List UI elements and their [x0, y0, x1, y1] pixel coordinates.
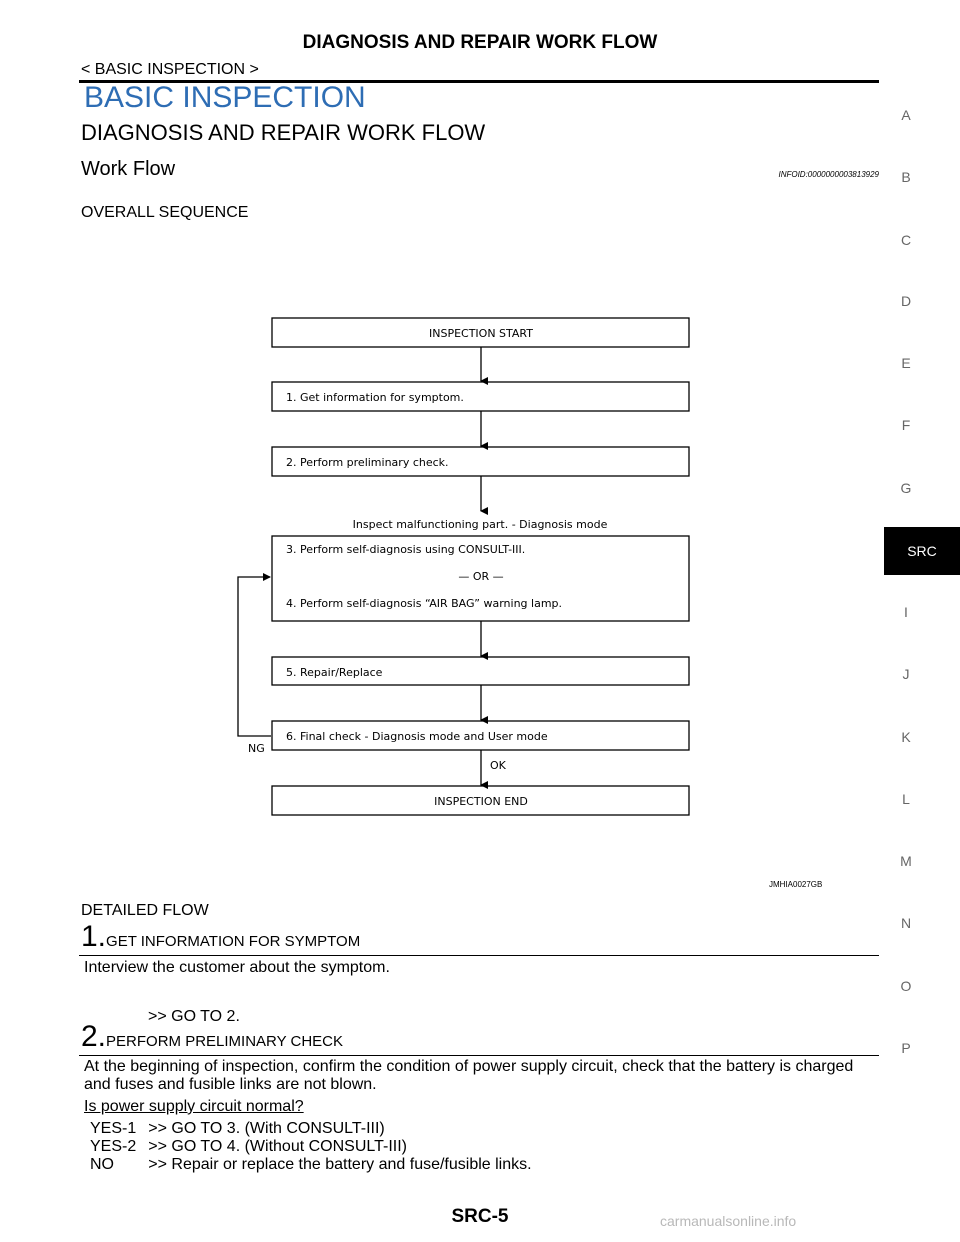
- flow-text-5: 5. Repair/Replace: [286, 666, 383, 679]
- step-divider: [79, 1055, 879, 1056]
- watermark: carmanualsonline.info: [660, 1213, 797, 1229]
- side-index-p[interactable]: P: [901, 1040, 911, 1056]
- work-flow-title: Work Flow: [81, 158, 176, 180]
- step-divider: [79, 955, 879, 956]
- detailed-flow-label: DETAILED FLOW: [81, 902, 209, 919]
- side-index-b[interactable]: B: [901, 169, 911, 185]
- side-index-n[interactable]: N: [900, 915, 912, 931]
- flow-text-3: 3. Perform self-diagnosis using CONSULT-…: [286, 543, 525, 556]
- side-index-a[interactable]: A: [901, 107, 911, 123]
- flow-text-start: INSPECTION START: [429, 327, 533, 340]
- flow-text-end: INSPECTION END: [434, 795, 528, 808]
- step-1-goto: >> GO TO 2.: [148, 1008, 240, 1025]
- step-2-heading: 2.PERFORM PRELIMINARY CHECK: [81, 1022, 343, 1052]
- step-number: 1.: [81, 920, 107, 953]
- side-index-d[interactable]: D: [900, 293, 912, 309]
- ng-label: NG: [248, 742, 265, 755]
- flow-text-4: 4. Perform self-diagnosis “AIR BAG” warn…: [286, 597, 562, 610]
- answer-row: NO >> Repair or replace the battery and …: [90, 1156, 544, 1174]
- side-index-j[interactable]: J: [902, 666, 910, 682]
- step-2-body-line1: At the beginning of inspection, confirm …: [84, 1058, 854, 1075]
- side-index-k[interactable]: K: [901, 729, 911, 745]
- answer-row: YES-2 >> GO TO 4. (Without CONSULT-III): [90, 1138, 544, 1156]
- answer-value: >> GO TO 3. (With CONSULT-III): [148, 1120, 385, 1137]
- side-index-c[interactable]: C: [900, 232, 912, 248]
- answer-value: >> Repair or replace the battery and fus…: [148, 1156, 532, 1173]
- figure-code: JMHIA0027GB: [769, 880, 823, 889]
- step-2-question: Is power supply circuit normal?: [84, 1098, 304, 1115]
- answer-key: NO: [90, 1156, 114, 1173]
- flowchart: INSPECTION START 1. Get information for …: [237, 317, 690, 816]
- header-divider: [79, 80, 879, 83]
- side-index-m[interactable]: M: [900, 853, 912, 869]
- answer-value: >> GO TO 4. (Without CONSULT-III): [148, 1138, 407, 1155]
- side-index-src-active[interactable]: SRC: [884, 527, 960, 575]
- side-index-o[interactable]: O: [900, 978, 912, 994]
- answer-key: YES-2: [90, 1138, 137, 1155]
- side-index-f[interactable]: F: [901, 417, 911, 433]
- info-id: INFOID:0000000003813929: [778, 170, 879, 179]
- overall-sequence-label: OVERALL SEQUENCE: [81, 204, 249, 221]
- section-subtitle: DIAGNOSIS AND REPAIR WORK FLOW: [81, 120, 486, 145]
- flow-text-or: — OR —: [458, 570, 503, 583]
- ng-loop-arrow: [237, 573, 271, 737]
- flow-text-2: 2. Perform preliminary check.: [286, 456, 449, 469]
- step-1-body: Interview the customer about the symptom…: [84, 959, 390, 976]
- side-index-g[interactable]: G: [900, 480, 912, 496]
- answer-key: YES-1: [90, 1120, 137, 1137]
- side-index-i[interactable]: I: [904, 604, 908, 620]
- side-index-l[interactable]: L: [902, 791, 910, 807]
- step-title: PERFORM PRELIMINARY CHECK: [106, 1033, 344, 1050]
- step-number: 2.: [81, 1020, 107, 1053]
- step-1-heading: 1.GET INFORMATION FOR SYMPTOM: [81, 922, 360, 952]
- step-2-body-line2: and fuses and fusible links are not blow…: [84, 1076, 377, 1093]
- flow-text-1: 1. Get information for symptom.: [286, 391, 464, 404]
- section-title: BASIC INSPECTION: [84, 81, 366, 114]
- side-index-e[interactable]: E: [901, 355, 911, 371]
- page-header-title: DIAGNOSIS AND REPAIR WORK FLOW: [302, 32, 658, 53]
- flow-text-inspect: Inspect malfunctioning part. - Diagnosis…: [353, 518, 608, 531]
- flow-text-6: 6. Final check - Diagnosis mode and User…: [286, 730, 548, 743]
- breadcrumb: < BASIC INSPECTION >: [81, 61, 259, 78]
- page-number: SRC-5: [451, 1206, 509, 1227]
- ok-label: OK: [490, 759, 507, 772]
- step-title: GET INFORMATION FOR SYMPTOM: [106, 933, 361, 950]
- answer-table: YES-1 >> GO TO 3. (With CONSULT-III) YES…: [90, 1120, 544, 1174]
- answer-row: YES-1 >> GO TO 3. (With CONSULT-III): [90, 1120, 544, 1138]
